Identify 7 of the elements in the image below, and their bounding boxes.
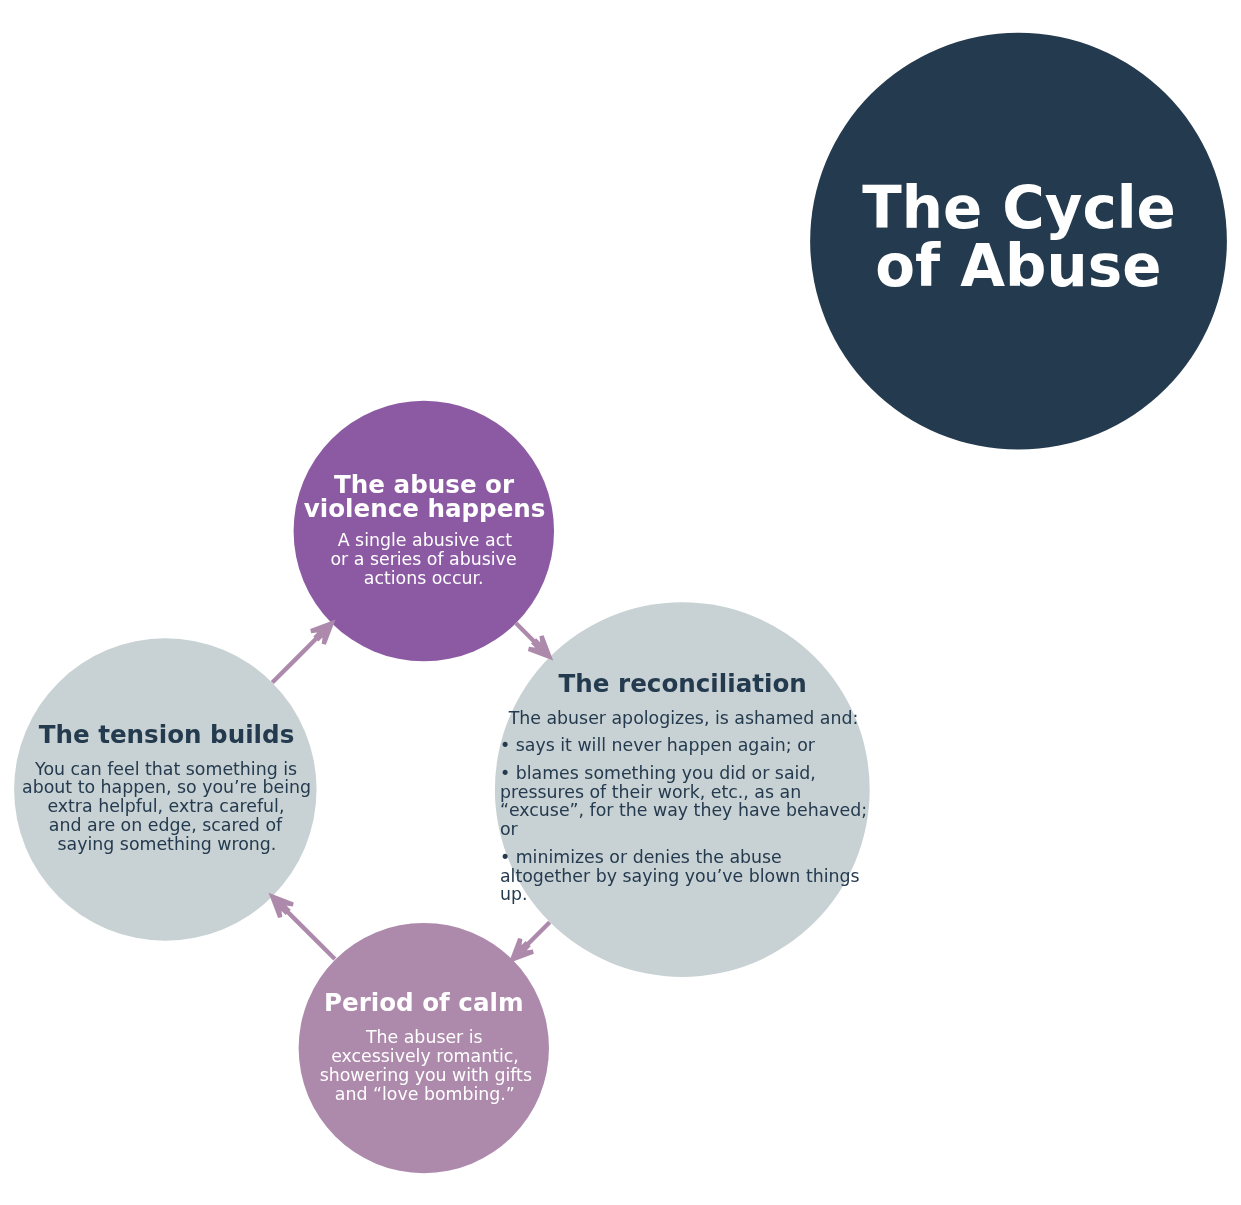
arrow (270, 620, 334, 684)
node-circle: The Cycle of Abuse (810, 32, 1227, 449)
arrow (510, 920, 552, 962)
arrow (270, 893, 337, 961)
node-circle: The reconciliation The abuser apologizes, is ashamed and: • says it will never happen again; or • blames something you did or said, pressures of their work, etc., as an “excuse”, for the way they have behaved; or • minimizes or denies the abuse altogether by saying you’ve blown things up. (494, 601, 870, 977)
arrow (514, 621, 552, 659)
node-circle: Period of calm The abuser is excessively romantic, showering you with gifts and “love bombing.” (298, 922, 549, 1173)
